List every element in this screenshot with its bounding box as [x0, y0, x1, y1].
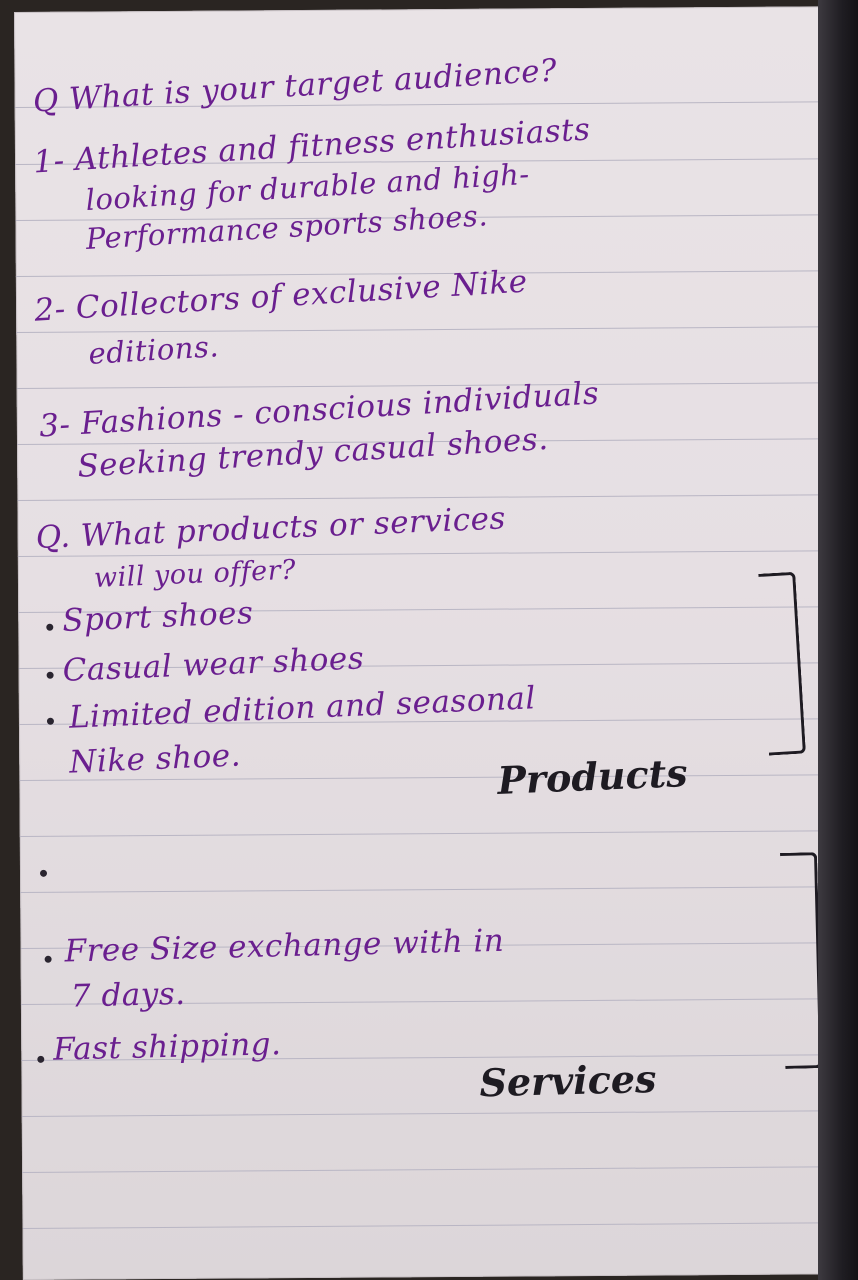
- service-size-exchange-line-2: 7 days.: [70, 975, 186, 1015]
- ruled-line: [22, 1166, 843, 1173]
- products-label: Products: [496, 750, 689, 803]
- product-limited-edition-line-1: Limited edition and seasonal: [68, 680, 537, 736]
- services-label: Services: [478, 1056, 657, 1106]
- bullet: [37, 1055, 45, 1063]
- product-sport-shoes: Sport shoes: [61, 595, 255, 639]
- ruled-line: [19, 830, 840, 837]
- ruled-line: [20, 886, 841, 893]
- answer-2-line-2: editions.: [87, 329, 220, 371]
- services-bracket: [780, 852, 823, 1069]
- bullet: [46, 717, 54, 725]
- service-size-exchange-line-1: Free Size exchange with in: [64, 922, 505, 970]
- products-bracket: [758, 571, 806, 756]
- bullet: [44, 955, 52, 963]
- bullet: [46, 671, 54, 679]
- ruled-line: [21, 1110, 842, 1117]
- notebook-cover-edge: [818, 0, 858, 1280]
- ruled-line: [17, 494, 838, 501]
- notebook-page: Q What is your target audience? 1- Athle…: [14, 6, 843, 1280]
- bullet: [46, 623, 54, 631]
- product-limited-edition-line-2: Nike shoe.: [68, 737, 242, 781]
- product-casual-shoes: Casual wear shoes: [61, 640, 365, 689]
- service-fast-shipping: Fast shipping.: [52, 1026, 282, 1068]
- question-products-services-line-2: will you offer?: [93, 554, 297, 594]
- bullet: [39, 869, 48, 877]
- ruled-line: [22, 1222, 843, 1229]
- question-target-audience: Q What is your target audience?: [31, 52, 559, 120]
- question-products-services: Q. What products or services: [35, 500, 507, 557]
- ruled-line: [16, 326, 837, 333]
